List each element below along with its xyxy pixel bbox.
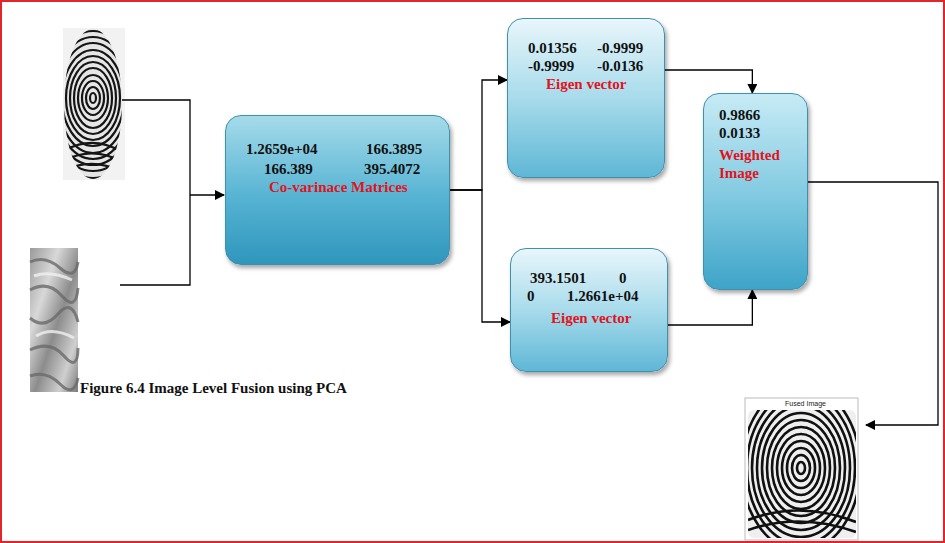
matrix-value: 0: [527, 287, 535, 305]
fingerprint-image: [42, 18, 144, 180]
process-box: 393.1501001.2661e+04Eigen vector: [510, 248, 668, 372]
process-box: 0.01356-0.9999-0.9999-0.0136Eigen vector: [507, 18, 665, 178]
box-label: Eigen vector: [551, 309, 631, 327]
matrix-value: 0.0133: [719, 124, 760, 142]
matrix-value: 395.4072: [364, 160, 420, 178]
image-node: Fused Image: [745, 398, 866, 540]
matrix-value: 393.1501: [530, 269, 586, 287]
connector-arrow: [665, 70, 752, 93]
connector-arrow: [808, 182, 938, 425]
matrix-value: -0.9999: [597, 39, 643, 57]
connector-arrow: [450, 80, 507, 190]
input-lines: [120, 100, 224, 285]
image-title: Fused Image: [745, 400, 866, 408]
matrix-value: 0.01356: [528, 39, 577, 57]
process-box: 1.2659e+04 166.3895 166.389 395.4072Co-vari…: [225, 115, 450, 265]
matrix-value: 1.2659e+04: [246, 140, 317, 158]
box-label: Co-varinace Matrices: [269, 178, 408, 196]
matrix-value: 166.389: [264, 160, 313, 178]
connector-arrow: [668, 290, 752, 325]
figure-caption: Figure 6.4 Image Level Fusion using PCA: [80, 379, 347, 397]
box-label: Eigen vector: [546, 75, 626, 93]
process-box: 0.98660.0133Weighted Image: [703, 93, 808, 290]
matrix-value: 0.9866: [719, 106, 760, 124]
matrix-value: -0.0136: [597, 57, 643, 75]
texture-image: [30, 248, 78, 392]
matrix-value: 1.2661e+04: [567, 287, 638, 305]
matrix-value: 166.3895: [366, 140, 422, 158]
matrix-value: -0.9999: [528, 57, 574, 75]
box-label: Weighted Image: [719, 146, 799, 182]
fused-image: [742, 385, 860, 543]
connector-arrow: [450, 190, 510, 322]
matrix-value: 0: [619, 269, 627, 287]
